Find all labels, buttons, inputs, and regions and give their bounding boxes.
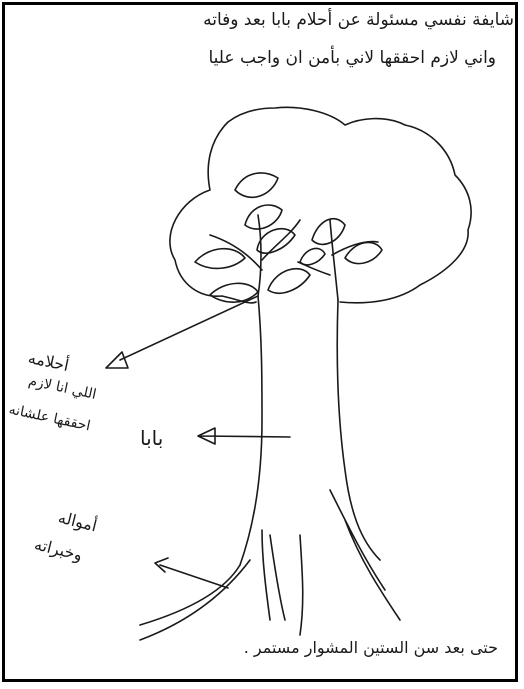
tree-branches [210, 215, 378, 300]
header-line-1: شايفة نفسي مسئولة عن أحلام بابا بعد وفات… [203, 10, 514, 30]
arrow-roots [155, 558, 228, 588]
header-line-2: واني لازم احققها لاني بأمن ان واجب عليا [208, 48, 496, 68]
arrow-dreams [106, 296, 258, 368]
tree-trunk [240, 296, 380, 565]
tree-canopy [170, 107, 471, 303]
label-baba: بابا [140, 426, 163, 450]
tree-roots [140, 490, 400, 640]
arrow-baba [198, 428, 290, 444]
tree-leaves [195, 173, 382, 302]
footer-text: حتى بعد سن الستين المشوار مستمر . [244, 638, 498, 657]
